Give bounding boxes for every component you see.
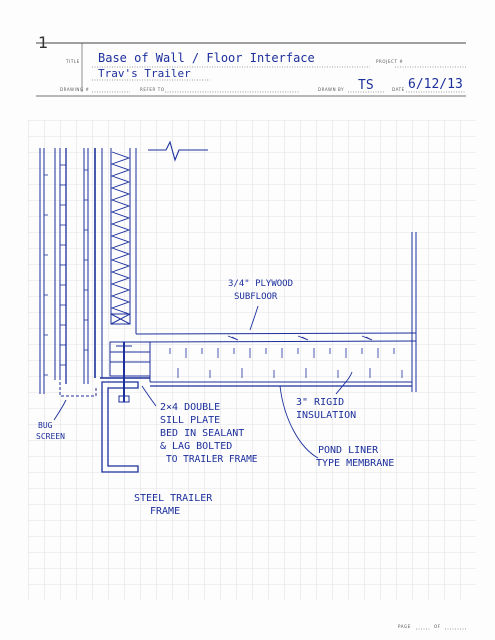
rigid-insulation-label-line2: INSULATION [296, 410, 357, 421]
bug-screen-label-line1: BUG [38, 421, 53, 430]
project-label: PROJECT # [376, 59, 404, 64]
date-label: DATE [392, 87, 405, 92]
sill-plate-label-line2: SILL PLATE [160, 415, 221, 426]
rigid-insulation-label-line1: 3" RIGID [296, 397, 345, 408]
page-label: PAGE [398, 624, 411, 629]
drawing-label: DRAWING # [60, 87, 90, 92]
drawn-by-label: DRAWN BY [318, 87, 345, 92]
subfloor-label-line1: 3/4" PLYWOOD [228, 279, 294, 289]
drawing-title: Base of Wall / Floor Interface [98, 51, 315, 65]
siding-ticks [44, 164, 66, 376]
subfloor-label-line2: SUBFLOOR [234, 292, 278, 302]
title-label: TITLE [66, 59, 80, 64]
header-rules [36, 42, 466, 630]
break-line [148, 140, 208, 162]
wall-assembly [39, 140, 208, 394]
steel-trailer-frame [101, 342, 139, 473]
floor-assembly [100, 232, 417, 392]
sill-plate-label-line3: BED IN SEALANT [160, 428, 245, 439]
leader-lines [53, 305, 353, 459]
bug-screen-label-line2: SCREEN [36, 432, 65, 441]
grid-area [28, 120, 476, 600]
of-label: OF [434, 624, 441, 629]
membrane-label-line2: TYPE MEMBRANE [316, 458, 395, 469]
trailer-frame-label-line1: STEEL TRAILER [134, 493, 213, 504]
drawing-subtitle: Trav's Trailer [98, 67, 191, 80]
batt-insulation [110, 151, 131, 315]
bug-screen [59, 382, 97, 397]
sheet-number: 1 [38, 33, 49, 52]
drawn-by-value: TS [358, 78, 374, 93]
membrane-label-line1: POND LINER [318, 445, 379, 456]
sill-plate-label-line1: 2×4 DOUBLE [160, 402, 221, 413]
refer-label: REFER TO [140, 87, 165, 92]
date-value: 6/12/13 [408, 77, 463, 92]
sill-plate-label-line5: TO TRAILER FRAME [166, 454, 258, 465]
rigid-insulation-ticks [169, 348, 403, 378]
sill-plate-label-line4: & LAG BOLTED [160, 441, 233, 452]
trailer-frame-label-line2: FRAME [150, 506, 181, 517]
